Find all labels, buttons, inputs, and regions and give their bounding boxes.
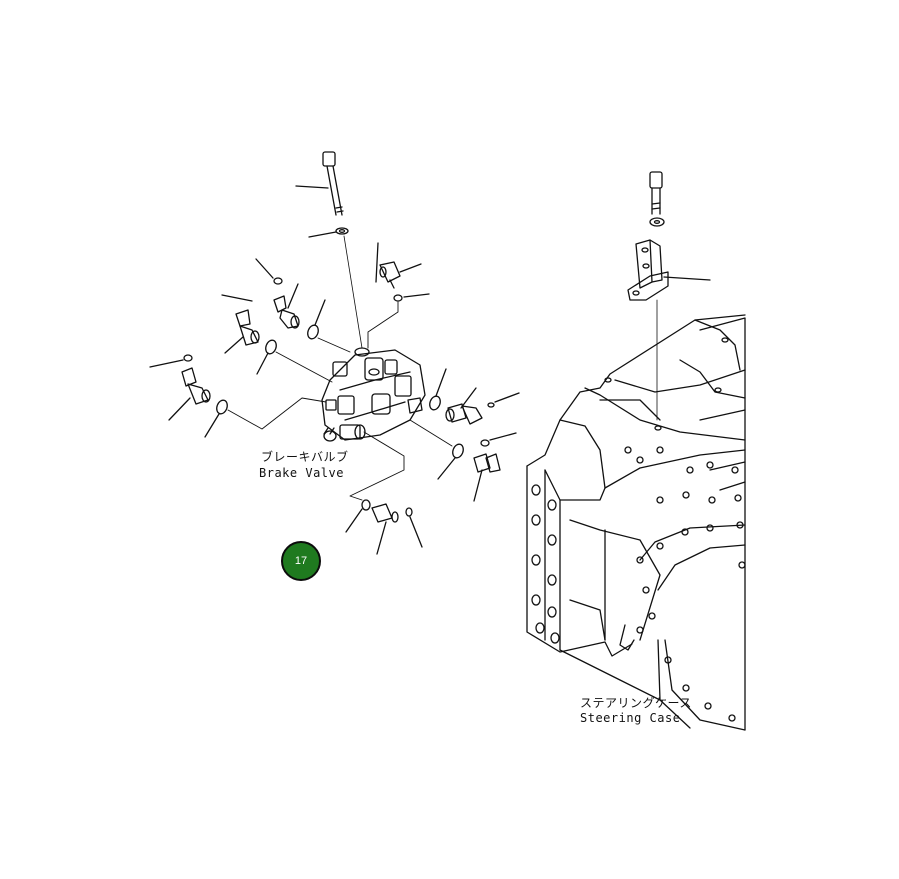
mounting-bracket[interactable] bbox=[627, 239, 669, 301]
leader-fitting-right-lower bbox=[489, 432, 517, 441]
leader-o-ring-right-lower bbox=[437, 457, 456, 480]
elbow-fitting-bottom[interactable] bbox=[371, 503, 399, 523]
elbow-fitting-right[interactable] bbox=[445, 403, 483, 425]
pipe-line-upper-mid bbox=[317, 337, 351, 353]
o-ring-top-right[interactable] bbox=[393, 294, 403, 302]
pipe-line-mid-left bbox=[275, 351, 333, 383]
callout-number: 17 bbox=[294, 555, 308, 567]
pipe-line-top-right bbox=[367, 301, 399, 349]
leader-elbow-upper-left bbox=[221, 294, 253, 302]
pipe-line-lower-left bbox=[227, 397, 327, 430]
steering-case-label-jp: ステアリングケース bbox=[580, 696, 692, 710]
leader-fitting-top-right-b bbox=[375, 242, 379, 283]
leader-fitting-right-lower-b bbox=[473, 469, 483, 502]
pipe-line-bottom bbox=[349, 431, 405, 501]
brake-valve-label-jp: ブレーキバルブ bbox=[261, 450, 349, 464]
leader-o-ring-lower-left bbox=[204, 413, 220, 438]
leader-o-ring-right-upper bbox=[435, 368, 447, 397]
pipe-line-right-lower bbox=[409, 419, 453, 447]
bracket-washer[interactable] bbox=[649, 217, 665, 227]
callout-number-badge[interactable]: 17 bbox=[281, 541, 321, 581]
leader-small-o-ring-lower-left bbox=[149, 359, 184, 368]
o-ring-bottom[interactable] bbox=[361, 499, 371, 511]
leader-elbow-right bbox=[460, 387, 477, 409]
leader-elbow-upper-left-b bbox=[287, 283, 299, 309]
leader-o-ring-upper-mid bbox=[314, 299, 326, 326]
leader-small-o-ring-bottom bbox=[409, 516, 423, 548]
long-bolt[interactable] bbox=[322, 151, 344, 216]
leader-bracket bbox=[663, 276, 711, 281]
o-ring-right-lower[interactable] bbox=[451, 443, 465, 460]
o-ring-lower-left[interactable] bbox=[215, 399, 229, 416]
elbow-fitting-top-right[interactable] bbox=[379, 261, 401, 289]
leader-o-ring-mid-left bbox=[256, 352, 269, 375]
brake-valve-body[interactable] bbox=[321, 347, 426, 442]
elbow-fitting-mid-left[interactable] bbox=[235, 309, 260, 346]
leader-bolt-washer bbox=[308, 231, 337, 238]
brake-valve-label-en: Brake Valve bbox=[259, 466, 344, 480]
leader-fitting-top-right bbox=[399, 263, 422, 273]
leader-small-o-ring bbox=[255, 258, 274, 279]
leader-o-ring-bottom bbox=[345, 508, 363, 533]
small-o-ring-bottom[interactable] bbox=[405, 507, 413, 517]
leader-long-bolt bbox=[295, 185, 329, 189]
leader-o-ring-top-right bbox=[403, 293, 430, 298]
small-o-ring-upper-left[interactable] bbox=[273, 277, 283, 285]
leader-elbow-bottom bbox=[376, 521, 387, 555]
small-o-ring-lower-left[interactable] bbox=[183, 354, 193, 362]
elbow-fitting-right-lower[interactable] bbox=[473, 439, 501, 473]
elbow-fitting-lower-left[interactable] bbox=[181, 367, 211, 405]
small-o-ring-right[interactable] bbox=[487, 402, 495, 408]
steering-case-label-en: Steering Case bbox=[580, 711, 681, 725]
elbow-fitting-upper-left[interactable] bbox=[273, 295, 300, 329]
bracket-bolt[interactable] bbox=[649, 171, 663, 215]
leader-small-o-ring-right bbox=[494, 392, 520, 403]
bolt-washer[interactable] bbox=[335, 227, 349, 235]
leader-elbow-mid-left bbox=[224, 336, 244, 354]
o-ring-right-upper[interactable] bbox=[428, 395, 442, 412]
o-ring-mid-left[interactable] bbox=[264, 339, 278, 356]
bolt-center-line bbox=[343, 235, 363, 349]
steering-case[interactable] bbox=[526, 314, 746, 731]
leader-elbow-lower-left bbox=[168, 397, 191, 421]
